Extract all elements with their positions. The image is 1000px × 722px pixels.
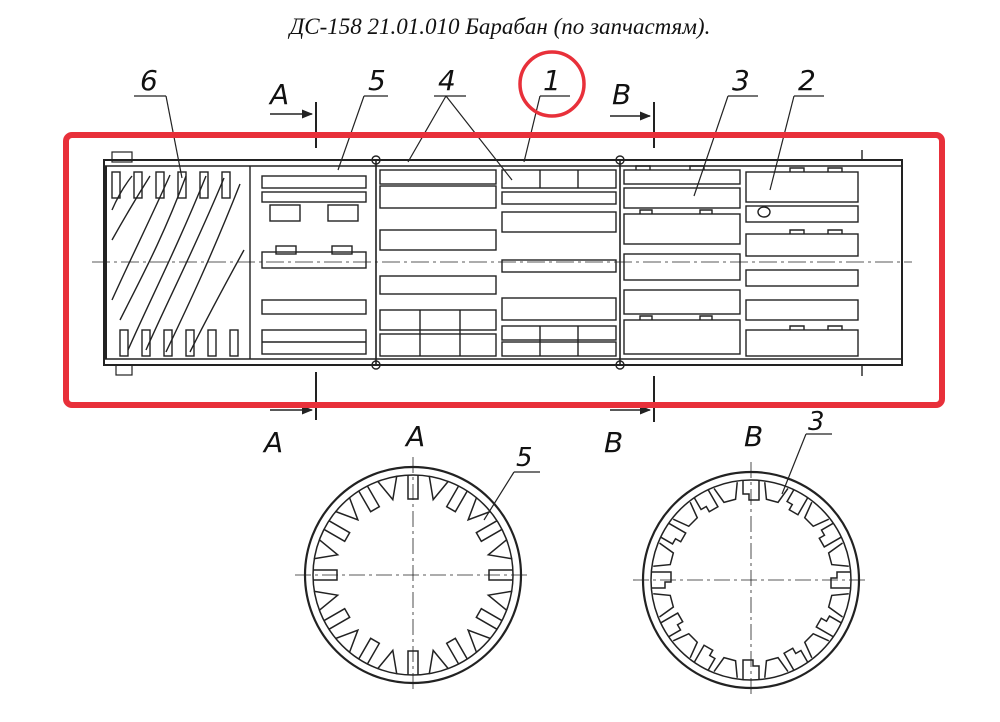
part-callout-1: 1	[543, 64, 561, 97]
section-cut-a-bottom	[270, 372, 317, 420]
drawing-title: ДС-158 21.01.010 Барабан (по запчастям).	[289, 14, 711, 39]
spiral-vane-section	[105, 166, 251, 359]
blade-section-4	[379, 169, 617, 357]
blade-section-2	[745, 167, 859, 357]
section-cut-b-top	[610, 102, 655, 148]
part-callout-4: 4	[438, 64, 456, 97]
cross-section-b	[633, 462, 869, 698]
blade-section-3	[623, 165, 741, 355]
section-cut-a-top	[270, 102, 317, 148]
part-callout-2: 2	[798, 64, 816, 97]
section-label-a-top: A	[268, 78, 289, 111]
part-callout-3: 3	[732, 64, 750, 97]
section-label-a-bottom: A	[262, 426, 283, 459]
view-label-b: B	[744, 420, 763, 453]
blade-section-5	[261, 175, 367, 355]
leader-section-3	[781, 433, 832, 495]
highlight-circle	[518, 50, 586, 118]
leader-section-5	[483, 471, 540, 521]
section-callout-5: 5	[516, 443, 533, 473]
drum-longitudinal-view	[92, 150, 912, 376]
section-callout-3: 3	[808, 407, 825, 437]
section-label-b-bottom: B	[604, 426, 623, 459]
leader-lines	[134, 95, 824, 197]
section-label-b-top: B	[612, 78, 631, 111]
part-callout-5: 5	[368, 64, 386, 97]
section-cut-b-bottom	[610, 376, 655, 422]
view-label-a: A	[404, 420, 425, 453]
highlight-frame	[63, 132, 945, 408]
cross-section-a	[295, 457, 531, 693]
part-callout-6: 6	[140, 64, 158, 97]
